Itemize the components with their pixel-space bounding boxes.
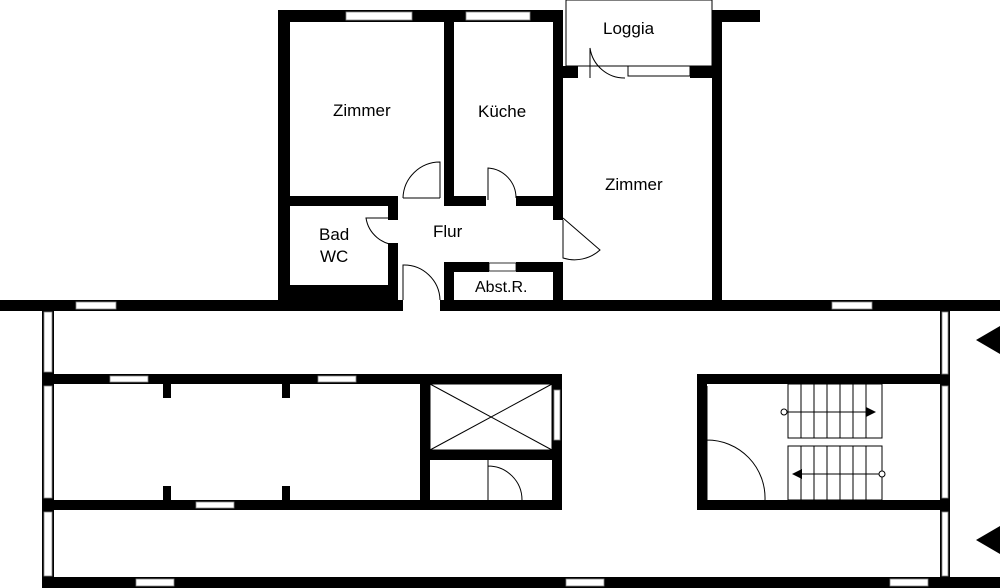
building-walls: [0, 300, 1000, 588]
apartment-walls: [278, 0, 760, 300]
label-zimmer-left: Zimmer: [333, 101, 391, 120]
label-wc: WC: [320, 247, 348, 266]
label-abstellraum: Abst.R.: [475, 279, 527, 296]
label-flur: Flur: [433, 222, 463, 241]
label-bad: Bad: [319, 225, 349, 244]
shaft: [429, 383, 553, 501]
stairwell: [706, 383, 886, 501]
entrance-arrow-upper: [976, 326, 1000, 354]
entrance-arrow-lower: [976, 526, 1000, 554]
corridor-windows: [43, 301, 949, 587]
apartment-windows: [345, 11, 531, 21]
room-labels: Loggia Zimmer Küche Zimmer Flur Bad WC A…: [319, 19, 663, 296]
label-kueche: Küche: [478, 102, 526, 121]
label-zimmer-right: Zimmer: [605, 175, 663, 194]
entrance-arrows: [976, 326, 1000, 554]
label-loggia: Loggia: [603, 19, 655, 38]
door-swings: [365, 47, 626, 301]
